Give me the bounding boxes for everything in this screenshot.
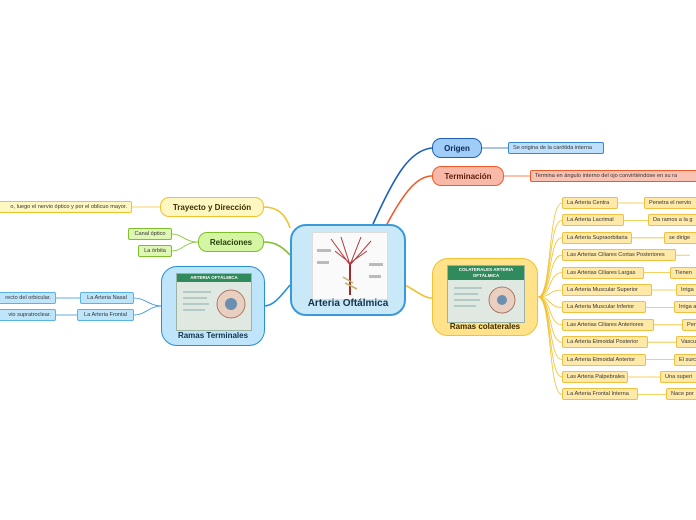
- terminal-branch-name: La Arteria Frontal: [84, 312, 127, 318]
- colateral-branch-name: La Arteria Etmoidal Anterior: [567, 356, 636, 363]
- colateral-connector: [537, 296, 563, 395]
- colaterales-title: Ramas colaterales: [449, 322, 521, 331]
- central-topic[interactable]: Arteria Oftálmica: [290, 224, 406, 316]
- origen-detail-text: Se origina de la carótida interna: [513, 145, 592, 151]
- topic-terminacion[interactable]: Terminación: [432, 166, 504, 186]
- colateral-branch-name: La Arteria Etmoidal Posterior: [567, 339, 639, 346]
- colateral-branch[interactable]: La Arteria Frontal Interna: [562, 388, 638, 401]
- colateral-connector: [537, 296, 563, 378]
- colateral-detail-text: se dirige: [669, 234, 691, 241]
- colateral-connector: [537, 296, 563, 360]
- colateral-detail[interactable]: Vascu: [676, 336, 696, 349]
- colateral-branch[interactable]: La Arteria Muscular Superior: [562, 284, 652, 296]
- colateral-detail[interactable]: Una superi: [660, 371, 696, 383]
- colateral-branch-name: La Arteria Muscular Superior: [567, 287, 638, 293]
- colaterales-image-heading: COLATERALES ARTERIA OFTÁLMICA: [448, 266, 524, 280]
- colateral-branch-name: La Arteria Centra: [567, 200, 610, 206]
- colateral-branch[interactable]: La Arteria Lacrimal: [562, 214, 624, 227]
- terminal-detail-text: recto del orbicular.: [5, 295, 51, 301]
- colateral-branch-name: Las Arterias Ciliares Anteriores: [567, 321, 644, 328]
- terminal-branch[interactable]: La Arteria Nasal: [80, 292, 134, 304]
- topic-origen[interactable]: Origen: [432, 138, 482, 158]
- colateral-branch-name: La Arteria Lacrimal: [567, 217, 614, 224]
- topic-terminacion-label: Terminación: [444, 172, 492, 181]
- colateral-detail-text: Pen: [687, 321, 696, 328]
- relaciones-item-label: Canal óptico: [134, 231, 166, 237]
- origen-detail[interactable]: Se origina de la carótida interna: [508, 142, 604, 154]
- topic-trayecto[interactable]: Trayecto y Dirección: [160, 197, 264, 217]
- terminal-detail[interactable]: recto del orbicular.: [0, 292, 56, 304]
- colateral-detail-text: Penetra el nervio: [649, 200, 692, 206]
- colateral-branch[interactable]: La Arteria Centra: [562, 197, 618, 209]
- colateral-connector: [537, 272, 563, 298]
- terminales-illustration: ARTERIA OFTÁLMICA: [176, 273, 252, 331]
- terminal-detail[interactable]: vio supratroclear.: [0, 309, 56, 321]
- topic-origen-label: Origen: [444, 144, 470, 153]
- colateral-connector: [537, 220, 563, 298]
- colateral-branch[interactable]: Las Arterias Ciliares Cortas Posteriores: [562, 249, 676, 262]
- colateral-branch-name: La Arteria Supraorbitaria: [567, 234, 628, 241]
- terminacion-detail[interactable]: Termina en ángulo interno del ojo convir…: [530, 170, 696, 182]
- terminacion-detail-text: Termina en ángulo interno del ojo convir…: [535, 173, 678, 179]
- colateral-branch[interactable]: La Arteria Supraorbitaria: [562, 231, 632, 244]
- topic-trayecto-label: Trayecto y Dirección: [172, 203, 252, 212]
- terminal-detail-text: vio supratroclear.: [8, 312, 51, 318]
- colateral-detail[interactable]: Nace por: [666, 388, 696, 401]
- colateral-detail[interactable]: Irriga: [676, 284, 696, 296]
- colateral-detail[interactable]: Tienen: [670, 266, 696, 279]
- colateral-detail[interactable]: Da ramos a la g: [648, 214, 696, 227]
- topic-ramas-colaterales[interactable]: COLATERALES ARTERIA OFTÁLMICA Ramas cola…: [432, 258, 538, 336]
- colaterales-illustration: COLATERALES ARTERIA OFTÁLMICA: [447, 265, 525, 323]
- colateral-branch-name: Las Arterias Ciliares Cortas Posteriores: [567, 252, 665, 259]
- colateral-connector: [537, 254, 563, 298]
- colateral-branch[interactable]: La Arteria Muscular Inferior: [562, 301, 646, 314]
- terminal-branch-name: La Arteria Nasal: [87, 295, 127, 301]
- trayecto-detail[interactable]: o, luego el nervio óptico y por el oblic…: [0, 201, 132, 213]
- colateral-branch-name: La Arteria Muscular Inferior: [567, 304, 635, 311]
- colateral-branch[interactable]: Las Arterias Ciliares Anteriores: [562, 318, 654, 331]
- colateral-detail[interactable]: Pen: [682, 318, 696, 331]
- topic-relaciones-label: Relaciones: [209, 238, 253, 247]
- terminales-image-heading: ARTERIA OFTÁLMICA: [177, 274, 251, 282]
- eye-anatomy-illustration: [312, 232, 388, 300]
- colateral-branch[interactable]: La Arteria Etmoidal Posterior: [562, 336, 648, 349]
- colateral-branch[interactable]: Las Arteria Palpebrales: [562, 371, 628, 383]
- central-title: Arteria Oftálmica: [307, 298, 389, 309]
- colateral-branch-name: Las Arterias Ciliares Largas: [567, 269, 636, 276]
- colateral-detail[interactable]: Irriga a: [674, 301, 696, 314]
- colateral-detail-text: Vascu: [681, 339, 696, 346]
- colateral-branch-name: La Arteria Frontal Interna: [567, 391, 629, 398]
- terminales-title: Ramas Terminales: [177, 331, 249, 340]
- colateral-detail-text: Nace por: [671, 391, 694, 398]
- colateral-detail-text: El surc: [679, 356, 696, 363]
- colateral-detail-text: Una superi: [665, 374, 693, 380]
- colateral-detail-text: Tienen: [675, 269, 692, 276]
- colateral-detail-text: Irriga: [681, 287, 694, 293]
- colateral-branch[interactable]: La Arteria Etmoidal Anterior: [562, 353, 646, 366]
- colateral-detail-text: Da ramos a la g: [653, 217, 693, 224]
- relaciones-item-label: La órbita: [144, 248, 166, 254]
- colateral-branch-name: Las Arteria Palpebrales: [567, 374, 625, 380]
- colateral-detail[interactable]: El surc: [674, 353, 696, 366]
- colateral-detail-text: Irriga a: [679, 304, 696, 311]
- relaciones-item[interactable]: La órbita: [138, 245, 172, 257]
- colateral-detail[interactable]: se dirige: [664, 231, 696, 244]
- trayecto-detail-text: o, luego el nervio óptico y por el oblic…: [10, 204, 127, 210]
- colateral-branch[interactable]: Las Arterias Ciliares Largas: [562, 266, 644, 279]
- colateral-connector: [537, 202, 563, 298]
- colateral-detail[interactable]: Penetra el nervio: [644, 197, 696, 209]
- topic-ramas-terminales[interactable]: ARTERIA OFTÁLMICA Ramas Terminales: [161, 266, 265, 346]
- terminal-branch[interactable]: La Arteria Frontal: [77, 309, 134, 321]
- topic-relaciones[interactable]: Relaciones: [198, 232, 264, 252]
- relaciones-item[interactable]: Canal óptico: [128, 228, 172, 240]
